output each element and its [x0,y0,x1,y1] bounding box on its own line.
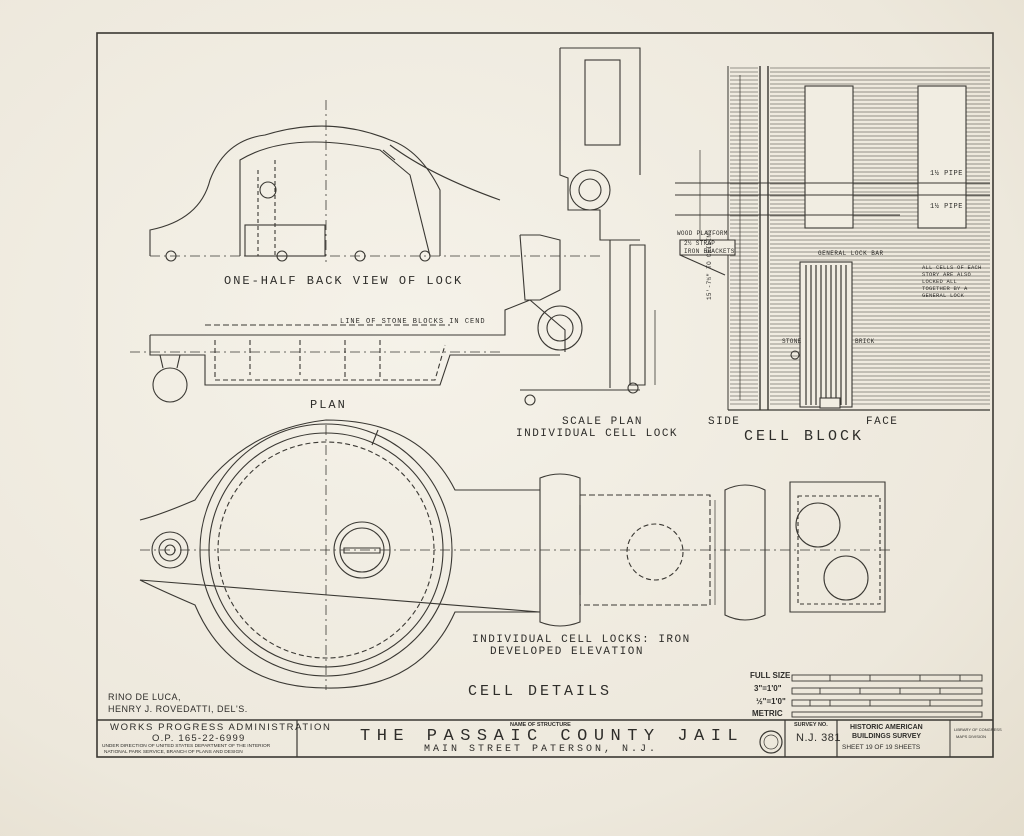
side-label: SIDE [708,416,741,428]
loc-line-2: MAPS DIVISION [956,734,987,739]
agency: WORKS PROGRESS ADMINISTRATION [110,722,332,733]
plan-view [130,299,583,403]
wood-platform-note: WOOD PLATFORM [677,230,728,237]
plan-label: PLAN [310,398,347,412]
loc-line-1: LIBRARY OF CONGRESS [954,727,1002,732]
stone-line-label: LINE OF STONE BLOCKS IN CEND [340,318,486,326]
scale-3in: 3"=1'0" [754,684,782,693]
scale-half-in: ½"=1'0" [756,697,786,706]
address: MAIN STREET PATERSON, N.J. [424,744,659,755]
scale-full-size: FULL SIZE [750,671,791,680]
credits-line-2: HENRY J. ROVEDATTI, DEL'S. [108,704,248,714]
iron-locks-label: INDIVIDUAL CELL LOCKS: IRON [472,634,691,646]
bracket-note: IRON BRACKETS [684,248,735,255]
graphic-scales [791,674,983,718]
cell-block-label: CELL BLOCK [744,428,865,445]
hab-line-1: HISTORIC AMERICAN [850,724,923,731]
developed-elevation [139,419,890,690]
hab-line-2: BUILDINGS SURVEY [852,733,922,740]
strap-note: 2½ STRAP [684,240,716,247]
brick-note: BRICK [855,338,875,345]
face-label: FACE [866,416,899,428]
cells-locked-note: ALL CELLS OF EACH STORY ARE ALSO LOCKED … [922,264,982,299]
developed-elevation-label: DEVELOPED ELEVATION [490,646,644,658]
structure-name: THE PASSAIC COUNTY JAIL [360,727,745,746]
op-number: O.P. 165-22-6999 [152,733,246,744]
scale-plan-cell-lock [519,47,656,406]
hab-seal [759,730,783,754]
cell-block-elevation [675,66,990,411]
ceiling-dimension: 15'-7½" TO CEILING [706,229,713,300]
back-view-of-lock [149,100,600,262]
cell-details-label: CELL DETAILS [468,683,613,700]
direction-line-2: NATIONAL PARK SERVICE, BRANCH OF PLANS A… [104,750,243,755]
general-lock-bar-note: GENERAL LOCK BAR [818,250,884,257]
survey-number: N.J. 381 [796,732,841,744]
scale-metric: METRIC [752,709,783,718]
sheet-border [96,32,994,758]
stone-note: STONE [782,338,802,345]
back-view-label: ONE-HALF BACK VIEW OF LOCK [224,274,464,288]
survey-caption: SURVEY NO. [794,722,828,728]
individual-cell-lock-label: INDIVIDUAL CELL LOCK [516,428,679,440]
scale-plan-label: SCALE PLAN [562,416,644,428]
pipe-note-2: 1½ PIPE [930,203,963,211]
credits-line-1: RINO DE LUCA, [108,692,182,702]
pipe-note-1: 1½ PIPE [930,170,963,178]
name-caption: NAME OF STRUCTURE [510,722,571,728]
direction-line-1: UNDER DIRECTION OF UNITED STATES DEPARTM… [102,744,271,749]
sheet-info: SHEET 19 OF 19 SHEETS [842,744,921,751]
